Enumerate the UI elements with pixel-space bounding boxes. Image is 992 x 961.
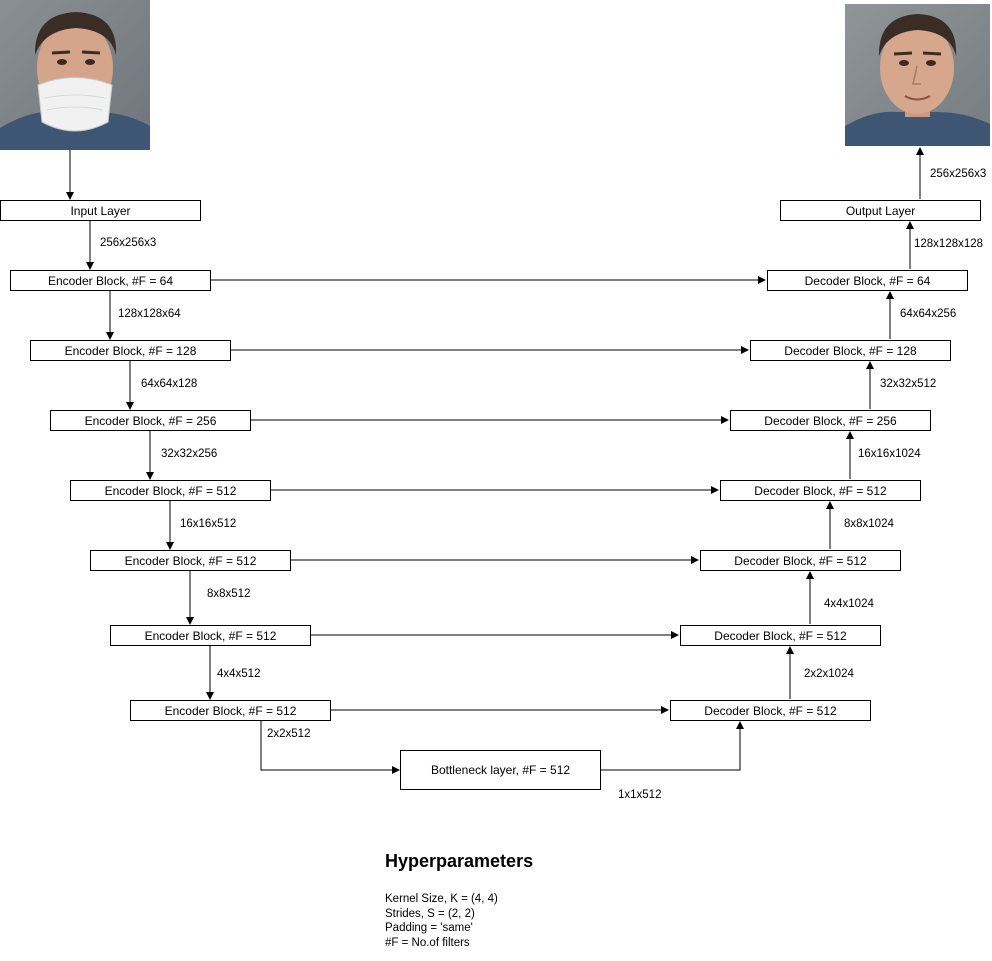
decoder-block-7: Decoder Block, #F = 512 [670, 700, 871, 721]
decoder-block-3: Decoder Block, #F = 256 [730, 410, 931, 431]
shape-label-dec-3: 16x16x1024 [858, 448, 921, 460]
decoder-block-2: Decoder Block, #F = 128 [750, 340, 951, 361]
output-face-image [845, 4, 990, 146]
hyperparameter-filters: #F = No.of filters [385, 936, 470, 949]
shape-label-enc-1: 128x128x64 [118, 308, 181, 320]
output-layer-box: Output Layer [780, 200, 981, 221]
bottleneck-layer-box: Bottleneck layer, #F = 512 [400, 750, 601, 790]
arrow-enc7-to-bottleneck [260, 721, 400, 774]
shape-label-enc-3: 32x32x256 [161, 448, 218, 460]
encoder-block-1: Encoder Block, #F = 64 [10, 270, 211, 291]
decoder-block-1: Decoder Block, #F = 64 [767, 270, 968, 291]
encoder-block-3: Encoder Block, #F = 256 [50, 410, 251, 431]
shape-label-dec-5: 64x64x256 [900, 308, 957, 320]
input-layer-box: Input Layer [0, 200, 201, 221]
encoder-block-7: Encoder Block, #F = 512 [130, 700, 331, 721]
shape-label-enc-0: 256x256x3 [100, 237, 157, 249]
shape-label-dec-0: 2x2x1024 [804, 668, 854, 680]
shape-label-dec-2: 8x8x1024 [844, 518, 894, 530]
arrow-bottleneck-to-dec7 [601, 721, 744, 771]
shape-label-dec-7: 256x256x3 [930, 168, 987, 180]
input-face-image [0, 0, 150, 150]
shape-label-bottleneck: 1x1x512 [618, 789, 662, 801]
shape-label-dec-6: 128x128x128 [914, 238, 984, 250]
hyperparameters-list: Kernel Size, K = (4, 4) Strides, S = (2,… [385, 892, 498, 950]
hyperparameters-title: Hyperparameters [385, 851, 534, 871]
encoder-block-6: Encoder Block, #F = 512 [110, 625, 311, 646]
hyperparameter-strides: Strides, S = (2, 2) [385, 907, 475, 920]
shape-label-enc-5: 8x8x512 [207, 588, 251, 600]
shape-label-enc-6: 4x4x512 [217, 668, 261, 680]
encoder-block-5: Encoder Block, #F = 512 [90, 550, 291, 571]
decoder-block-4: Decoder Block, #F = 512 [720, 480, 921, 501]
shape-label-enc-4: 16x16x512 [180, 518, 237, 530]
decoder-block-6: Decoder Block, #F = 512 [680, 625, 881, 646]
hyperparameter-kernel-size: Kernel Size, K = (4, 4) [385, 893, 498, 905]
encoder-block-2: Encoder Block, #F = 128 [30, 340, 231, 361]
shape-label-dec-1: 4x4x1024 [824, 598, 874, 610]
encoder-block-4: Encoder Block, #F = 512 [70, 480, 271, 501]
shape-label-enc-7: 2x2x512 [267, 728, 311, 740]
shape-label-enc-2: 64x64x128 [141, 378, 198, 390]
hyperparameter-padding: Padding = 'same' [385, 922, 473, 934]
shape-label-dec-4: 32x32x512 [880, 378, 937, 390]
decoder-block-5: Decoder Block, #F = 512 [700, 550, 901, 571]
